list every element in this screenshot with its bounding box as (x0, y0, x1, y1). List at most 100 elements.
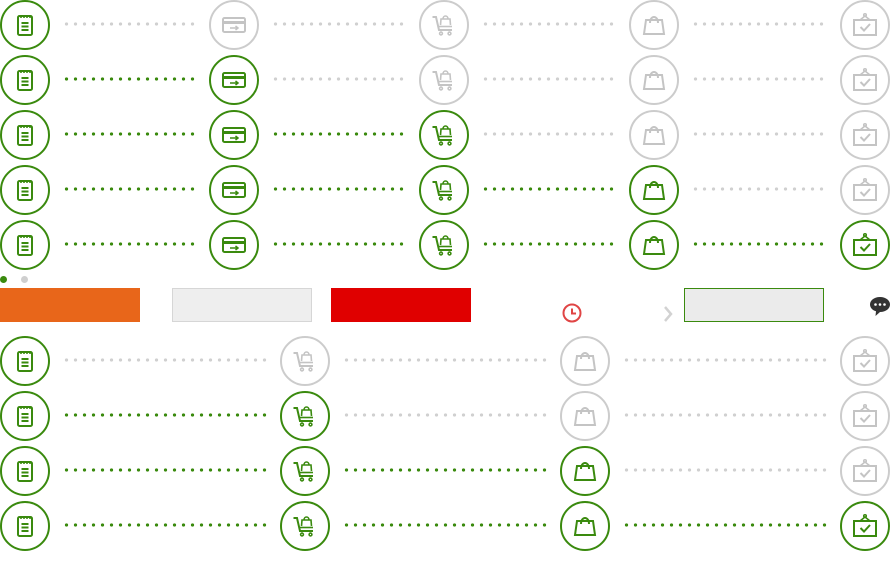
bag-icon (641, 67, 667, 93)
step-clipboard[interactable] (0, 446, 50, 496)
step-clipboard[interactable] (0, 110, 50, 160)
clock-icon (561, 302, 583, 329)
carousel-dot-active[interactable] (0, 276, 7, 283)
step-bag[interactable] (629, 220, 679, 270)
step-bag[interactable] (560, 446, 610, 496)
step-connector (481, 242, 617, 246)
step-connector (481, 77, 617, 81)
cart-icon (292, 458, 318, 484)
bag-icon (572, 458, 598, 484)
step-connector (62, 358, 268, 362)
card-icon (221, 177, 247, 203)
progress-row (0, 110, 891, 160)
orange-button[interactable] (0, 288, 140, 322)
step-clipboard[interactable] (0, 165, 50, 215)
step-box-check[interactable] (840, 165, 890, 215)
bag-icon (641, 12, 667, 38)
card-icon (221, 67, 247, 93)
step-cart[interactable] (419, 110, 469, 160)
clipboard-icon (12, 67, 38, 93)
step-card[interactable] (209, 220, 259, 270)
step-connector (62, 132, 197, 136)
step-connector (62, 77, 197, 81)
step-clipboard[interactable] (0, 391, 50, 441)
progress-row (0, 336, 891, 386)
progress-row (0, 220, 891, 270)
step-box-check[interactable] (840, 501, 890, 551)
step-box-check[interactable] (840, 446, 890, 496)
cart-icon (292, 403, 318, 429)
outlined-field[interactable] (684, 288, 824, 322)
step-bag[interactable] (560, 391, 610, 441)
step-connector (271, 132, 407, 136)
step-cart[interactable] (280, 391, 330, 441)
step-box-check[interactable] (840, 55, 890, 105)
step-connector (342, 523, 548, 527)
card-icon (221, 12, 247, 38)
card-icon (221, 232, 247, 258)
clipboard-icon (12, 177, 38, 203)
cart-icon (431, 177, 457, 203)
step-cart[interactable] (419, 0, 469, 50)
carousel-dot[interactable] (21, 276, 28, 283)
step-bag[interactable] (629, 110, 679, 160)
step-card[interactable] (209, 110, 259, 160)
box-check-icon (852, 232, 878, 258)
red-button[interactable] (331, 288, 471, 322)
step-connector (62, 413, 268, 417)
card-icon (221, 122, 247, 148)
step-connector (62, 242, 197, 246)
clipboard-icon (12, 232, 38, 258)
box-check-icon (852, 67, 878, 93)
step-clipboard[interactable] (0, 55, 50, 105)
step-clipboard[interactable] (0, 220, 50, 270)
gray-button[interactable] (172, 288, 312, 322)
bag-icon (641, 232, 667, 258)
step-connector (271, 242, 407, 246)
step-connector (622, 523, 828, 527)
step-connector (271, 77, 407, 81)
step-connector (481, 132, 617, 136)
step-box-check[interactable] (840, 0, 890, 50)
cart-icon (431, 232, 457, 258)
chat-bubble-icon[interactable] (869, 296, 891, 322)
step-connector (622, 413, 828, 417)
bag-icon (641, 122, 667, 148)
cart-icon (431, 12, 457, 38)
step-bag[interactable] (629, 0, 679, 50)
progress-row (0, 391, 891, 441)
step-connector (271, 187, 407, 191)
step-card[interactable] (209, 0, 259, 50)
box-check-icon (852, 122, 878, 148)
step-connector (691, 77, 828, 81)
step-cart[interactable] (280, 446, 330, 496)
step-cart[interactable] (280, 501, 330, 551)
step-cart[interactable] (419, 220, 469, 270)
step-box-check[interactable] (840, 336, 890, 386)
step-connector (62, 468, 268, 472)
step-bag[interactable] (560, 336, 610, 386)
step-clipboard[interactable] (0, 336, 50, 386)
step-clipboard[interactable] (0, 501, 50, 551)
step-bag[interactable] (560, 501, 610, 551)
step-cart[interactable] (419, 165, 469, 215)
bag-icon (572, 403, 598, 429)
step-card[interactable] (209, 165, 259, 215)
step-connector (62, 523, 268, 527)
step-box-check[interactable] (840, 391, 890, 441)
cart-icon (431, 67, 457, 93)
step-clipboard[interactable] (0, 0, 50, 50)
chevron-right-icon[interactable] (662, 305, 674, 328)
step-connector (481, 187, 617, 191)
clipboard-icon (12, 458, 38, 484)
box-check-icon (852, 458, 878, 484)
step-card[interactable] (209, 55, 259, 105)
step-connector (622, 358, 828, 362)
step-cart[interactable] (419, 55, 469, 105)
step-cart[interactable] (280, 336, 330, 386)
step-box-check[interactable] (840, 220, 890, 270)
cart-icon (292, 513, 318, 539)
step-box-check[interactable] (840, 110, 890, 160)
step-bag[interactable] (629, 165, 679, 215)
step-bag[interactable] (629, 55, 679, 105)
